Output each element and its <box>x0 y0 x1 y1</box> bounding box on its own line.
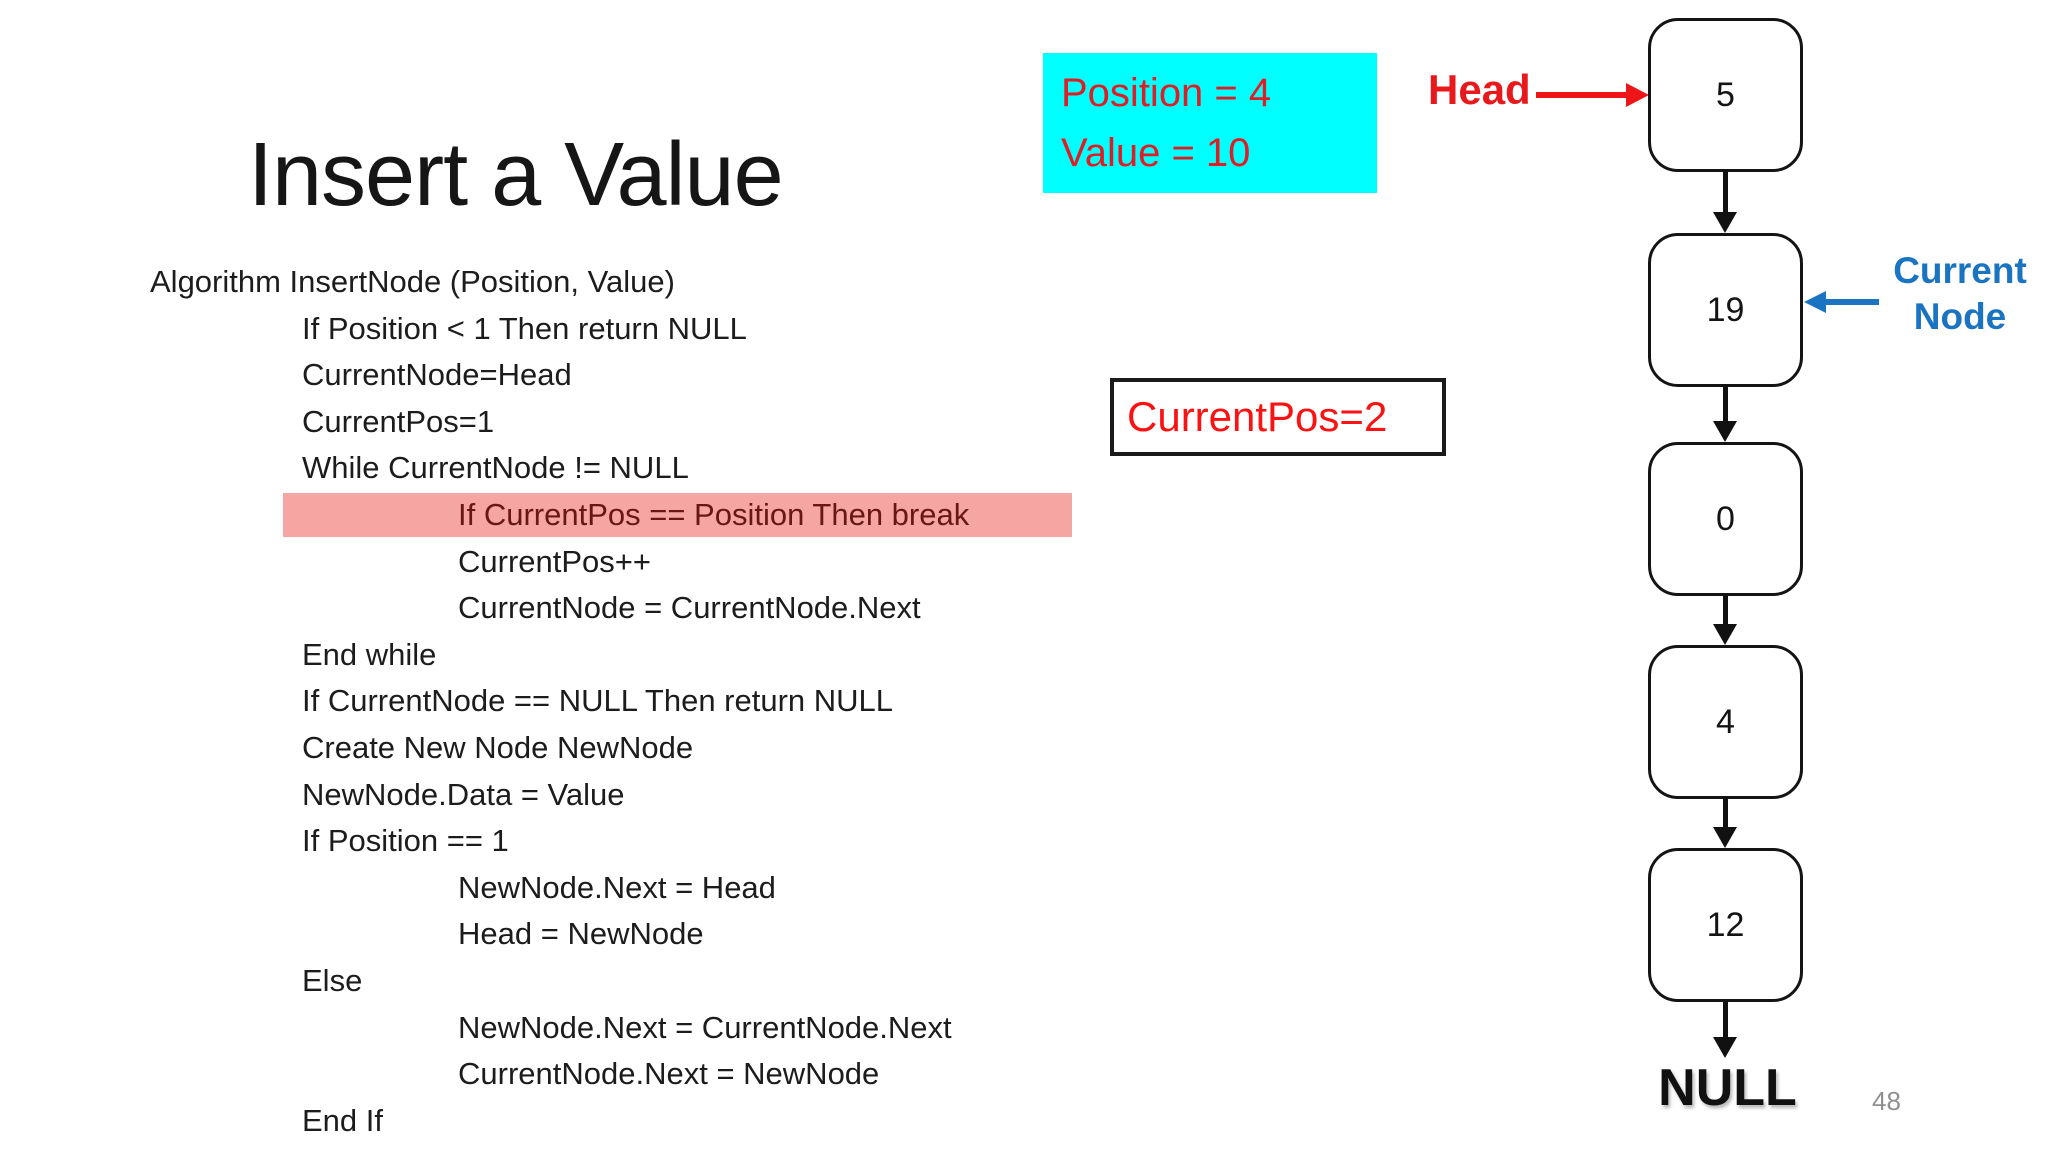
code-line: NewNode.Next = CurrentNode.Next <box>458 1009 952 1045</box>
code-line: CurrentNode = CurrentNode.Next <box>458 590 921 626</box>
current-node-arrowhead-icon <box>1804 291 1826 313</box>
node-value: 4 <box>1716 702 1735 741</box>
currentpos-callout: CurrentPos=2 <box>1110 378 1446 456</box>
next-arrow-icon <box>1723 594 1728 625</box>
parameter-position: Position = 4 <box>1061 71 1272 115</box>
page-number: 48 <box>1872 1086 1901 1116</box>
code-line: CurrentPos++ <box>458 543 651 579</box>
list-node-2: 19 <box>1648 233 1803 387</box>
code-line: If CurrentNode == NULL Then return NULL <box>302 683 894 719</box>
code-highlight-bar <box>283 493 1072 537</box>
code-line: If Position < 1 Then return NULL <box>302 310 747 346</box>
code-line: NewNode.Data = Value <box>302 776 625 812</box>
current-node-arrow-icon <box>1826 299 1879 305</box>
code-line: Else <box>302 962 363 998</box>
next-arrow-icon <box>1723 797 1728 828</box>
head-arrowhead-icon <box>1626 83 1649 107</box>
next-arrowhead-icon <box>1713 624 1737 645</box>
code-line: NewNode.Next = Head <box>458 869 776 905</box>
code-line: Head = NewNode <box>458 916 704 952</box>
list-node-1: 5 <box>1648 18 1803 172</box>
current-node-label-line1: Current <box>1893 250 2027 291</box>
next-arrow-icon <box>1723 1001 1728 1038</box>
list-node-5: 12 <box>1648 848 1803 1002</box>
code-line: CurrentNode=Head <box>302 357 572 393</box>
head-arrow-icon <box>1536 92 1630 98</box>
node-value: 0 <box>1716 499 1735 538</box>
code-line-highlighted: If CurrentPos == Position Then break <box>458 496 970 532</box>
next-arrowhead-icon <box>1713 1037 1737 1058</box>
code-line: End while <box>302 636 437 672</box>
code-line: CurrentNode.Next = NewNode <box>458 1056 880 1092</box>
code-line: End If <box>302 1102 383 1138</box>
node-value: 5 <box>1716 75 1735 114</box>
code-line: If Position == 1 <box>302 823 509 859</box>
next-arrow-icon <box>1723 170 1728 213</box>
current-node-label: Current Node <box>1882 248 2038 340</box>
code-line: While CurrentNode != NULL <box>302 450 689 486</box>
page-title: Insert a Value <box>248 125 784 225</box>
code-line: CurrentPos=1 <box>302 403 495 439</box>
head-pointer-label: Head <box>1428 66 1531 113</box>
code-line: Create New Node NewNode <box>302 729 694 765</box>
list-node-3: 0 <box>1648 442 1803 596</box>
currentpos-value: CurrentPos=2 <box>1127 393 1388 440</box>
node-value: 12 <box>1706 905 1745 944</box>
next-arrowhead-icon <box>1713 827 1737 848</box>
next-arrow-icon <box>1723 384 1728 422</box>
parameters-callout: Position = 4 Value = 10 <box>1043 53 1377 193</box>
current-node-label-line2: Node <box>1913 296 2007 337</box>
next-arrowhead-icon <box>1713 421 1737 442</box>
pseudocode-block: Algorithm InsertNode (Position, Value) I… <box>150 259 969 1144</box>
null-terminator-label: NULL <box>1658 1059 1797 1117</box>
parameter-value: Value = 10 <box>1061 131 1251 175</box>
code-line: Algorithm InsertNode (Position, Value) <box>150 264 675 299</box>
next-arrowhead-icon <box>1713 212 1737 233</box>
node-value: 19 <box>1706 290 1745 329</box>
list-node-4: 4 <box>1648 645 1803 799</box>
